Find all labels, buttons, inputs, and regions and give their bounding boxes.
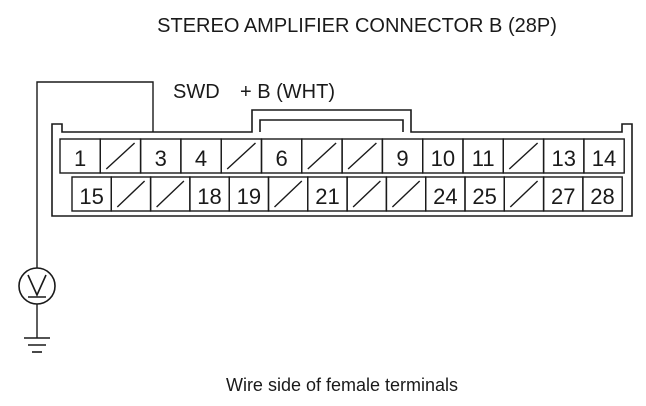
terminal-number: 18 (197, 184, 221, 209)
terminal-number: 27 (551, 184, 575, 209)
terminal-number: 9 (396, 146, 408, 171)
terminal-cell: 14 (583, 138, 625, 174)
terminal-cell: 10 (422, 138, 464, 174)
diagram-title: STEREO AMPLIFIER CONNECTOR B (28P) (157, 15, 557, 37)
terminal-cell (503, 176, 545, 212)
terminal-number: 28 (590, 184, 614, 209)
terminal-cell (267, 176, 309, 212)
terminal-cell: 19 (228, 176, 270, 212)
terminal-cell: 28 (582, 176, 623, 212)
terminal-cell: 1 (59, 138, 101, 174)
terminal-cell: 18 (189, 176, 230, 212)
terminal-cell: 3 (139, 138, 182, 174)
terminal-number: 3 (155, 146, 167, 171)
lock-tab (259, 119, 404, 132)
terminal-cell (385, 176, 427, 212)
plus-b-label: + B (WHT) (240, 81, 335, 103)
terminal-number: 25 (472, 184, 496, 209)
terminal-cell (99, 138, 142, 174)
empty-terminal-slash (307, 142, 337, 170)
terminal-number: 10 (431, 146, 455, 171)
voltmeter-icon (18, 267, 56, 305)
terminal-cell-border (583, 138, 625, 174)
terminal-cell: 11 (462, 138, 504, 174)
terminal-cell: 27 (542, 176, 584, 212)
terminal-number: 21 (315, 184, 339, 209)
terminal-number: 13 (552, 146, 576, 171)
terminal-cell: 21 (307, 176, 348, 212)
terminal-number: 4 (195, 146, 207, 171)
empty-terminal-slash (156, 180, 185, 208)
diagram-caption: Wire side of female terminals (226, 375, 458, 395)
terminal-cell: 9 (381, 138, 424, 174)
terminal-cell (301, 138, 343, 174)
empty-terminal-slash (391, 180, 421, 208)
swd-label: SWD (173, 81, 220, 103)
empty-terminal-slash (105, 142, 136, 170)
terminal-cell: 4 (180, 138, 222, 174)
empty-terminal-slash (508, 142, 539, 170)
terminal-cell: 13 (542, 138, 585, 174)
empty-terminal-slash (226, 142, 256, 170)
terminal-cell (149, 176, 191, 212)
meter-symbol-label: V (37, 282, 38, 284)
terminal-number: 24 (433, 184, 457, 209)
empty-terminal-slash (352, 180, 381, 208)
connector-housing (51, 109, 633, 217)
bottom-terminal-row: 15 18 19 21 24 25 27 28 (71, 176, 623, 212)
terminal-number: 6 (276, 146, 288, 171)
empty-terminal-slash (274, 180, 303, 208)
terminal-cell: 15 (71, 176, 112, 212)
terminal-cell-border (582, 176, 623, 212)
terminal-number: 15 (79, 184, 103, 209)
terminal-cell (110, 176, 152, 212)
empty-terminal-slash (347, 142, 377, 170)
terminal-cell (346, 176, 388, 212)
empty-terminal-slash (116, 180, 146, 208)
terminal-cell: 6 (260, 138, 303, 174)
terminal-cell (341, 138, 384, 174)
terminal-cell: 24 (425, 176, 466, 212)
terminal-cell (502, 138, 545, 174)
terminal-cell: 25 (464, 176, 505, 212)
terminal-number: 14 (592, 146, 616, 171)
empty-terminal-slash (509, 180, 539, 208)
terminal-number: 11 (472, 146, 495, 171)
terminal-number: 19 (237, 184, 261, 209)
terminal-cell (220, 138, 263, 174)
meter-lead-wire (36, 81, 154, 268)
ground-icon (24, 304, 50, 353)
terminal-number: 1 (74, 146, 86, 171)
